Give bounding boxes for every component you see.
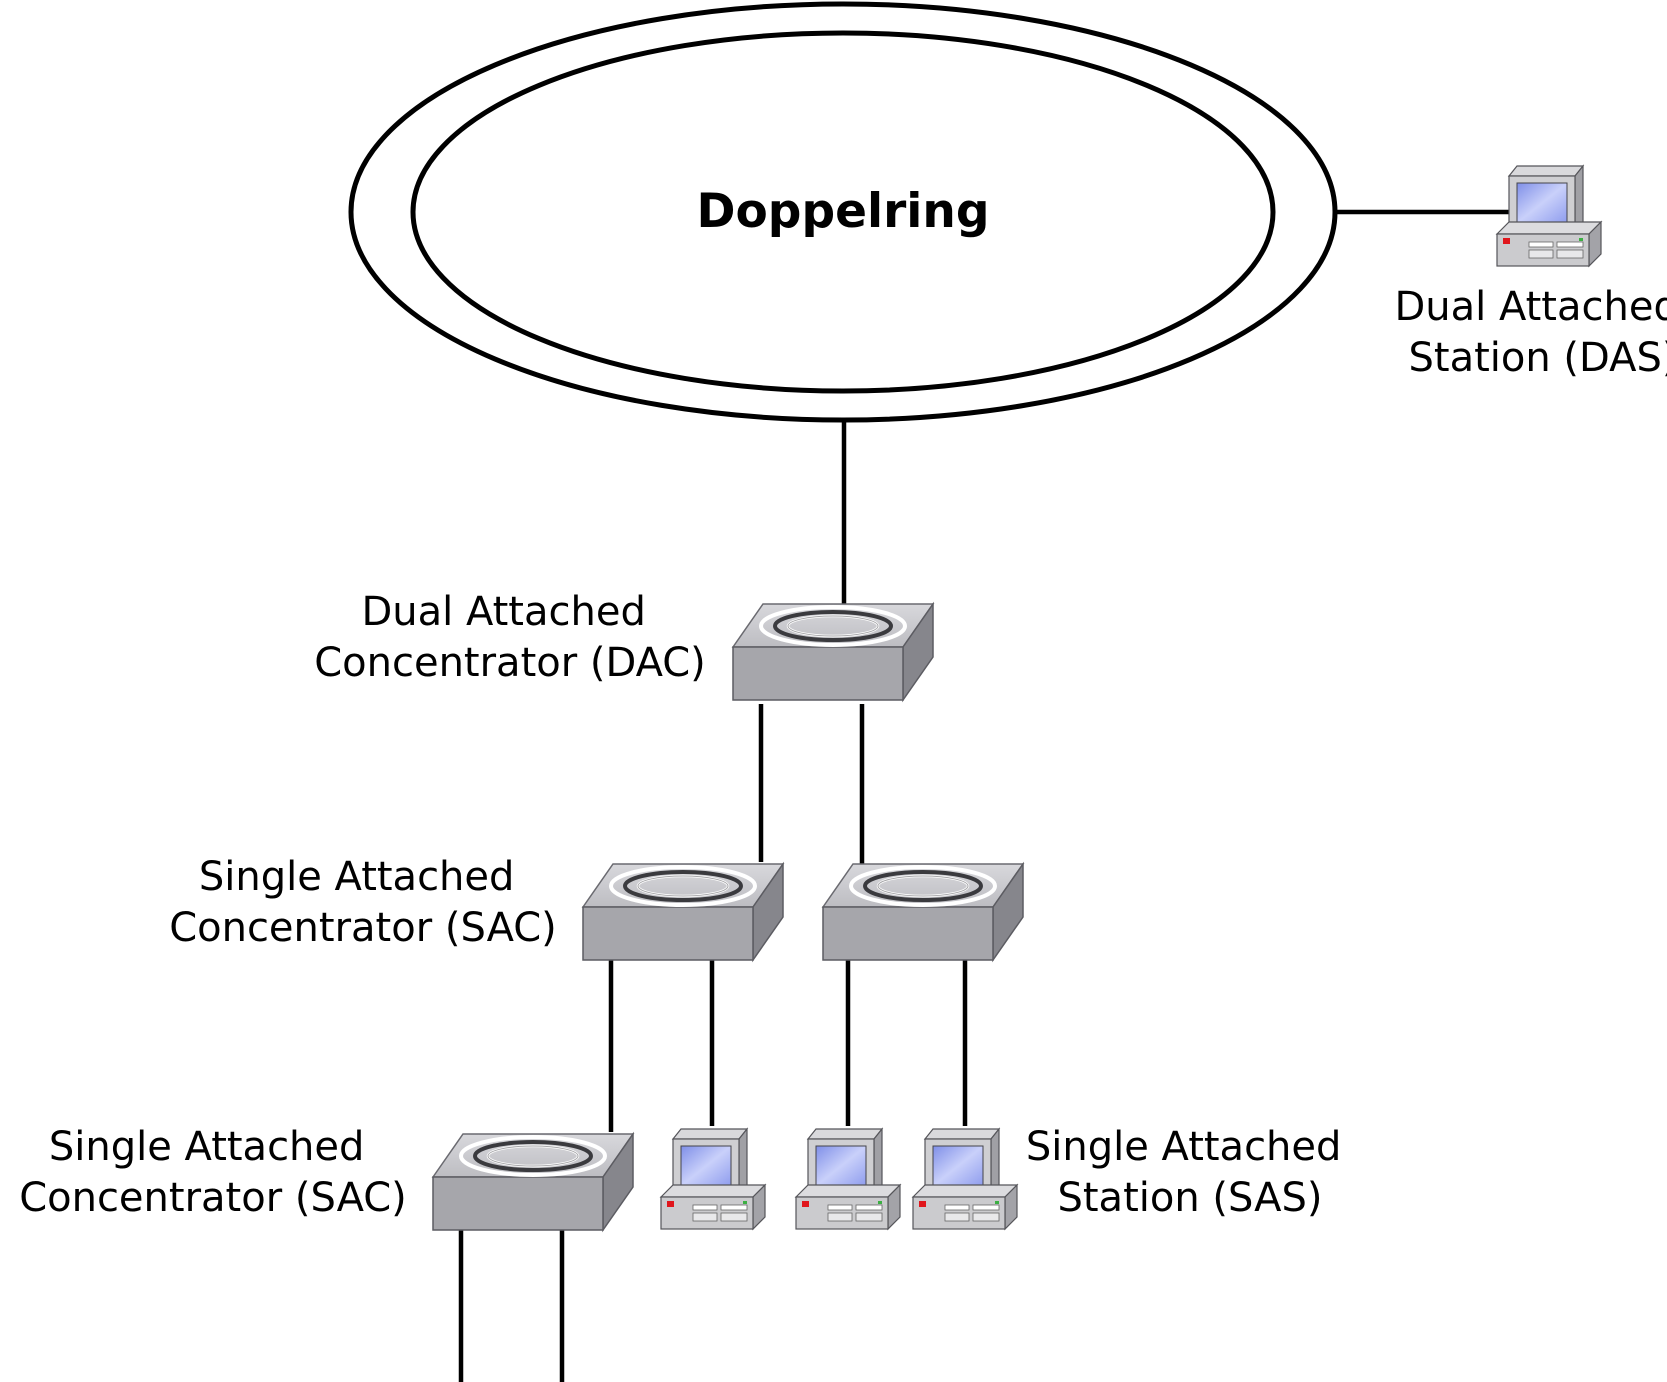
sac-right-concentrator-icon [821, 862, 1025, 962]
sas-station-1-icon [660, 1128, 766, 1230]
dac-label: Dual Attached Concentrator (DAC) [314, 589, 706, 686]
sac-low-label: Single Attached Concentrator (SAC) [19, 1124, 407, 1221]
das-station-icon [1496, 165, 1602, 267]
inner-ring [410, 30, 1276, 394]
sas-station-3-icon [912, 1128, 1018, 1230]
dac-concentrator-icon [731, 602, 935, 702]
sas-label: Single Attached Station (SAS) [1026, 1124, 1354, 1221]
sac-left-concentrator-icon [581, 862, 785, 962]
double-ring: Doppelring [348, 1, 1338, 423]
labels: Dual Attached Station (DAS) Dual Attache… [19, 284, 1667, 1221]
ring-title: Doppelring [697, 184, 990, 239]
sac-low-concentrator-icon [431, 1132, 635, 1232]
sac-mid-label: Single Attached Concentrator (SAC) [169, 854, 557, 951]
sas-station-2-icon [795, 1128, 901, 1230]
connection-lines [458, 209, 1520, 1382]
das-label: Dual Attached Station (DAS) [1394, 284, 1667, 381]
